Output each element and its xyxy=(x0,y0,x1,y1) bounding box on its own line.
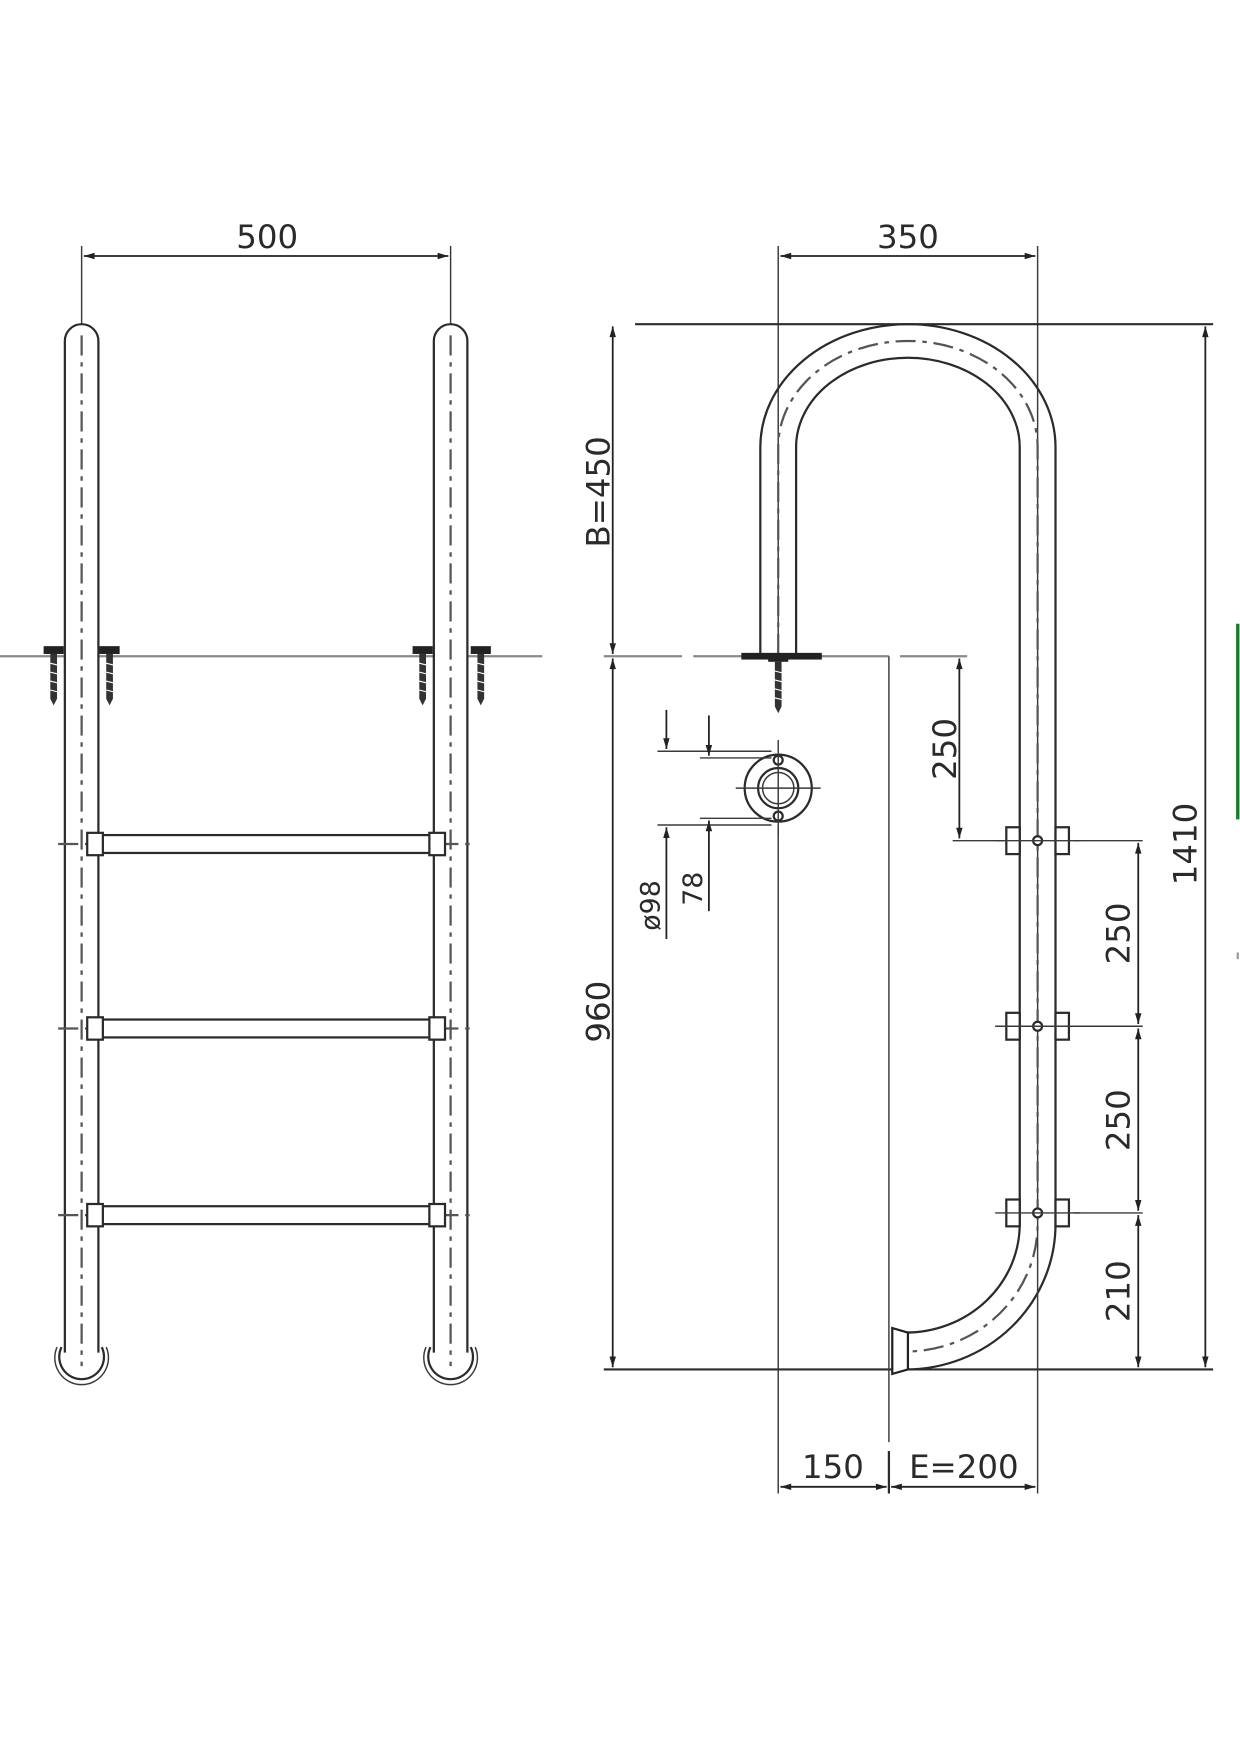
total-height-label: 1410 xyxy=(1166,803,1204,885)
anchor-screw xyxy=(470,645,492,706)
wall-flange xyxy=(891,1326,910,1376)
rung xyxy=(58,1202,475,1228)
step-bracket xyxy=(995,1011,1143,1041)
bottom-dimensions: 150 E=200 xyxy=(777,827,1039,1494)
offset-label: 150 xyxy=(802,1448,864,1486)
height-dimensions-left: B=450 960 xyxy=(579,326,617,1368)
step-bracket xyxy=(995,1198,1143,1228)
front-view: 500 xyxy=(0,218,543,1386)
step-brackets xyxy=(995,826,1143,1228)
step-spacing-dimensions: 250 250 210 xyxy=(1099,842,1142,1368)
anchor-screw xyxy=(43,645,65,706)
anchor-screw xyxy=(767,653,789,714)
flange-diameter-label: ø98 xyxy=(636,880,667,931)
total-height-dimension: 1410 xyxy=(1166,326,1209,1368)
below-ground-label: 960 xyxy=(579,981,617,1043)
step-spacing-2-label: 250 xyxy=(1099,1089,1137,1151)
bolt-spacing-label: 78 xyxy=(678,872,709,906)
wall-distance-label: E=200 xyxy=(909,1448,1018,1486)
first-step-label: 250 xyxy=(926,718,964,780)
step-bracket xyxy=(995,826,1143,856)
depth-label: 350 xyxy=(877,218,939,256)
left-rail xyxy=(54,323,110,1386)
anchor-screw xyxy=(412,645,434,706)
step-spacing-1-label: 250 xyxy=(1099,903,1137,965)
above-ground-label: B=450 xyxy=(579,436,617,547)
anchor-screw xyxy=(98,645,121,706)
first-step-dimension: 250 xyxy=(926,658,1005,842)
rungs xyxy=(58,831,475,1228)
wall-mount-detail: ø98 78 xyxy=(636,709,821,940)
rung xyxy=(58,1016,475,1041)
bottom-label: 210 xyxy=(1099,1260,1137,1322)
handrail xyxy=(741,323,1057,1376)
rung xyxy=(58,831,475,857)
width-dimension: 500 xyxy=(80,218,452,325)
right-rail xyxy=(423,323,479,1386)
side-view: 350 B=450 960 1410 xyxy=(579,218,1214,1494)
width-label: 500 xyxy=(236,218,298,256)
